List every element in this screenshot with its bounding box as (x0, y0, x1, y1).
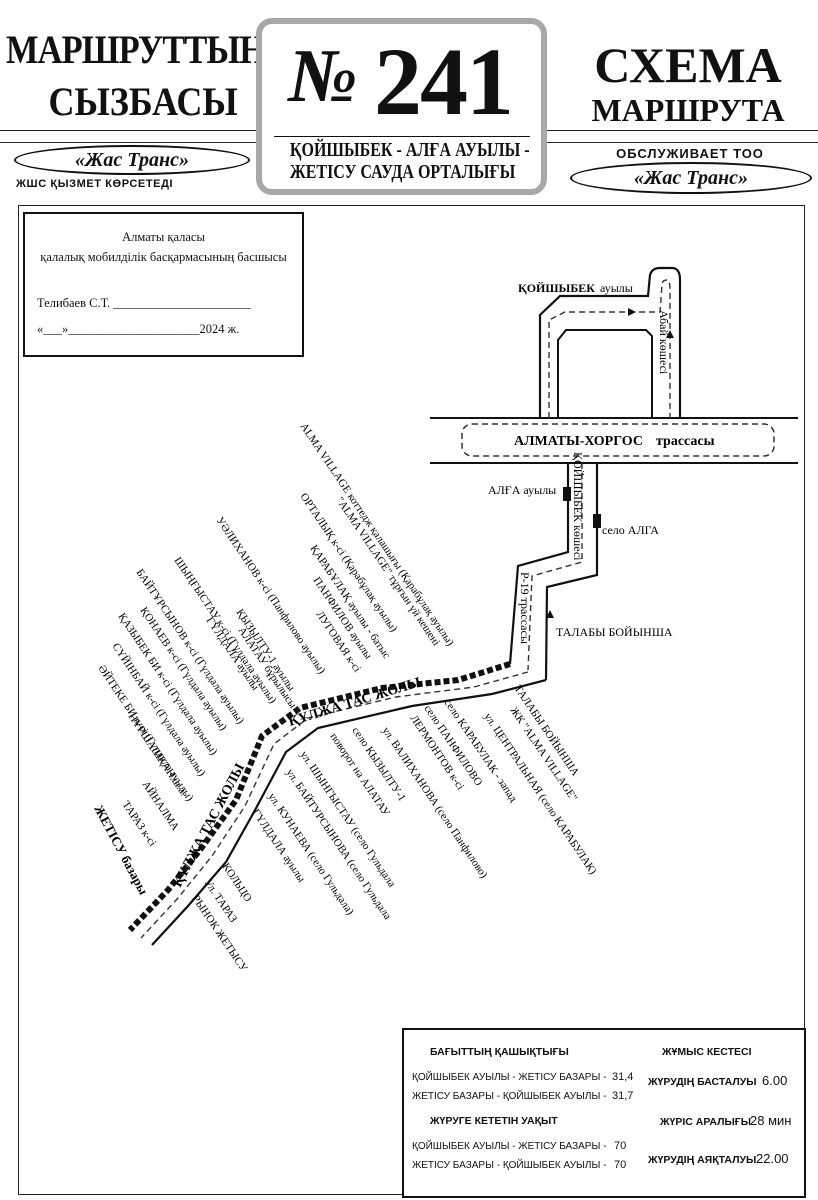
route-name-line2: ЖЕТІСУ САУДА ОРТАЛЫҒЫ (289, 161, 516, 183)
stop-label: ҚАЗЫБЕК БИ к-сі (Гүлдала ауылы) (116, 611, 220, 758)
label-kulzha-upper: ҚҰЛЖА ТАС ЖОЛЫ (287, 675, 423, 730)
distance-title: БАҒЫТТЫҢ ҚАШЫҚТЫҒЫ (430, 1046, 569, 1058)
route-number: 241 (374, 28, 514, 135)
approval-box: Алматы қаласы қалалық мобилділік басқарм… (23, 212, 304, 357)
distance-row-value: 31,4 (612, 1071, 634, 1083)
label-koishybek: ҚОЙШЫБЕК (518, 281, 595, 295)
russian-stops: ТАЛАБЫ БОЙЫНША ЖК "ALMA VILLAGE" ул. ЦЕН… (190, 683, 599, 974)
header-rule (0, 142, 256, 143)
operator-caption-left: ЖШС ҚЫЗМЕТ КӨРСЕТЕДІ (16, 178, 174, 190)
time-title: ЖҮРУГЕ КЕТЕТІН УАҚЫТ (430, 1115, 558, 1127)
label-p19: Р-19 трассасы (518, 572, 532, 644)
header-rule (547, 142, 818, 143)
operator-badge-left: «Жас Транс» (14, 145, 250, 175)
approval-signer: Телибаев С.Т. ______________________ (37, 296, 251, 310)
interval-value: 28 мин (750, 1113, 792, 1128)
end-label: ЖҮРУДІҢ АЯҚТАЛУЫ (648, 1154, 757, 1166)
arrow-icon (666, 330, 674, 338)
label-talaby: ТАЛАБЫ БОЙЫНША (556, 625, 673, 639)
start-label: ЖҮРУДІҢ БАСТАЛУЫ (648, 1076, 757, 1088)
time-row-value: 70 (614, 1159, 627, 1171)
label-abai: Абай көшесі (657, 310, 671, 375)
time-row-label: ҚОЙШЫБЕК АУЫЛЫ - ЖЕТІСУ БАЗАРЫ - (412, 1141, 607, 1152)
route-info-box: БАҒЫТТЫҢ ҚАШЫҚТЫҒЫ ҚОЙШЫБЕК АУЫЛЫ - ЖЕТІ… (402, 1028, 806, 1198)
highway-band (430, 417, 798, 464)
kulzha-road (127, 661, 547, 946)
end-value: 22.00 (756, 1151, 789, 1166)
time-row-label: ЖЕТІСУ БАЗАРЫ - ҚОЙШЫБЕК АУЫЛЫ - (412, 1160, 607, 1171)
distance-row-label: ҚОЙШЫБЕК АУЫЛЫ - ЖЕТІСУ БАЗАРЫ - (412, 1072, 607, 1083)
stop-label: НҰРШАШҚАН ш.а. (126, 711, 190, 798)
header-right-line2: МАРШРУТА (591, 92, 785, 128)
header-right-line1: СХЕМА (594, 37, 782, 93)
label-koishybek-street: ҚОЙШЫБЕК көшесі (571, 452, 585, 561)
header-rule (0, 130, 256, 131)
route-name-line1: ҚОЙШЫБЕК - АЛҒА АУЫЛЫ - (289, 139, 530, 161)
kazakh-stops: ALMA VILLAGE коттедж қалашығы (Қарабұлақ… (96, 421, 457, 849)
label-koishybek-suffix: ауылы (600, 281, 633, 295)
approval-date: «___»_____________________2024 ж. (37, 322, 240, 336)
route-dash-loop (548, 279, 671, 418)
label-highway: АЛМАТЫ-ХОРГОС (514, 434, 643, 449)
koishybek-block (557, 329, 653, 418)
distance-row-label: ЖЕТІСУ БАЗАРЫ - ҚОЙШЫБЕК АУЫЛЫ - (412, 1091, 607, 1102)
time-row-value: 70 (614, 1140, 627, 1152)
arrow-icon (628, 308, 636, 316)
stop-label: ул. ЦЕНТРАЛЬНАЯ (село КАРАБУЛАК) (482, 711, 599, 877)
header-rule (547, 130, 818, 131)
distance-row-value: 31,7 (612, 1090, 634, 1102)
route-divider (274, 136, 530, 137)
number-sign: № (288, 34, 358, 118)
label-selo-alga: село АЛГА (602, 523, 659, 537)
operator-caption-right: ОБСЛУЖИВАЕТ ТОО (616, 146, 764, 161)
operator-badge-right: «Жас Транс» (570, 162, 812, 194)
label-highway-suffix: трассасы (656, 434, 715, 449)
interval-label: ЖҮРІС АРАЛЫҒЫ (660, 1116, 752, 1128)
approval-city: Алматы қаласы (122, 230, 205, 244)
header-left-line1: МАРШРУТТЫҢ (6, 27, 266, 72)
koishybek-street (508, 463, 601, 681)
start-value: 6.00 (762, 1073, 788, 1088)
label-alga-aul: АЛҒА ауылы (488, 483, 556, 497)
route-number-box: № 241 ҚОЙШЫБЕК - АЛҒА АУЫЛЫ - ЖЕТІСУ САУ… (256, 18, 547, 195)
koishybek-loop-outer (538, 266, 682, 418)
schedule-title: ЖҰМЫС КЕСТЕСІ (662, 1046, 752, 1058)
approval-office: қалалық мобилділік басқармасының басшысы (40, 250, 287, 264)
